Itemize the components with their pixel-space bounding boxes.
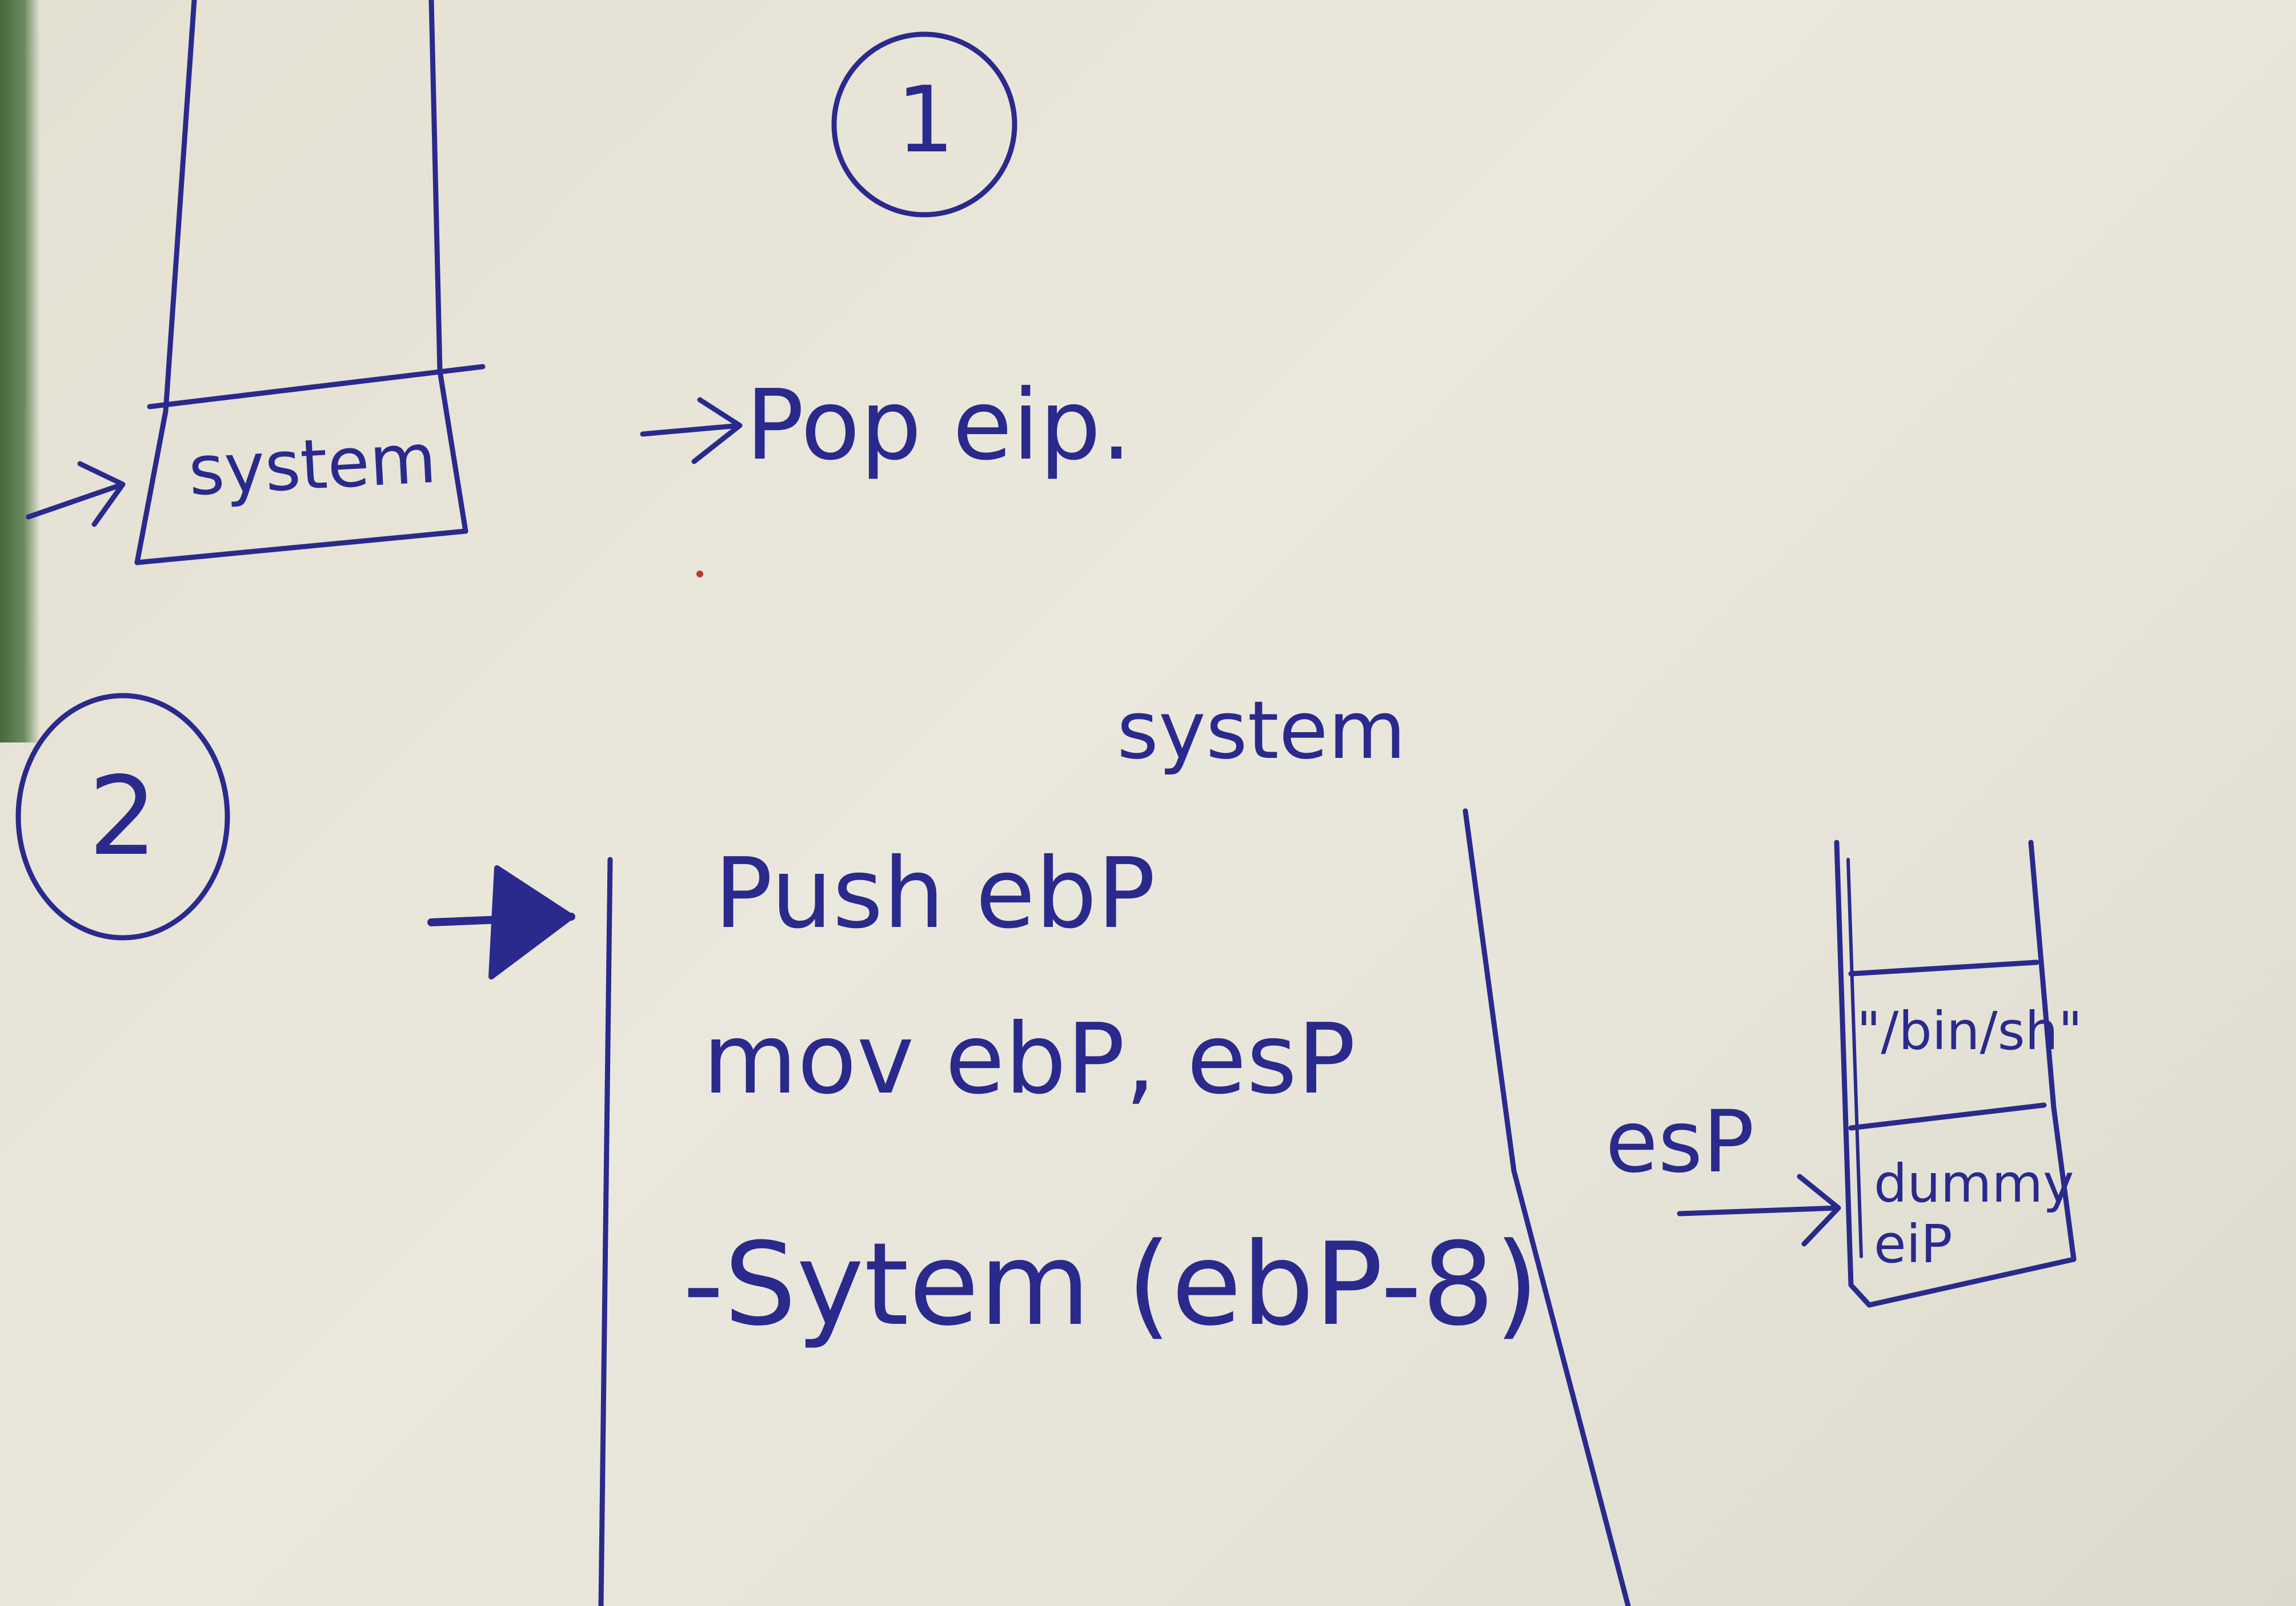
mini-stack-top-divider [1848, 959, 2039, 977]
divider-diagonal [1462, 808, 1631, 1606]
step-2-number: 2 [88, 753, 158, 880]
function-name-system: system [1117, 684, 1407, 777]
left-pointer-arrow [26, 461, 126, 527]
pop-eip-instruction: Pop eip. [746, 369, 1132, 482]
stack-box-right-line [428, 0, 468, 534]
pop-arrow [640, 397, 743, 464]
table-edge [0, 0, 40, 742]
step2-arrowhead [488, 865, 574, 979]
esp-pointer-arrow [1677, 1174, 1841, 1247]
mini-stack-bottom [1866, 1256, 2077, 1308]
code-line-push: Push ebP [714, 837, 1156, 950]
stack-box-bottom [134, 528, 468, 565]
stack-cell-bin-sh: "/bin/sh" [1857, 1001, 2083, 1062]
mini-stack-middle-divider [1848, 1102, 2047, 1131]
mini-stack-right-line [2028, 840, 2077, 1262]
stack-cell-dummy-eip: dummy eiP [1874, 1153, 2074, 1275]
stack-cell-system: system [186, 419, 439, 512]
red-dot [696, 571, 703, 577]
circle-2 [15, 693, 230, 941]
stack-box-divider [147, 364, 486, 409]
mini-stack-left-line-2 [1846, 858, 1863, 1258]
stack-box-left-line [134, 0, 197, 565]
circle-1 [831, 31, 1017, 218]
esp-label: esP [1605, 1093, 1754, 1192]
step-1-number: 1 [896, 66, 955, 173]
code-left-line [598, 857, 613, 1606]
code-line-mov: mov ebP, esP [703, 1003, 1356, 1116]
mini-stack-left-line [1834, 840, 1872, 1308]
code-line-system-call: -Sytem (ebP-8) [683, 1218, 1540, 1351]
